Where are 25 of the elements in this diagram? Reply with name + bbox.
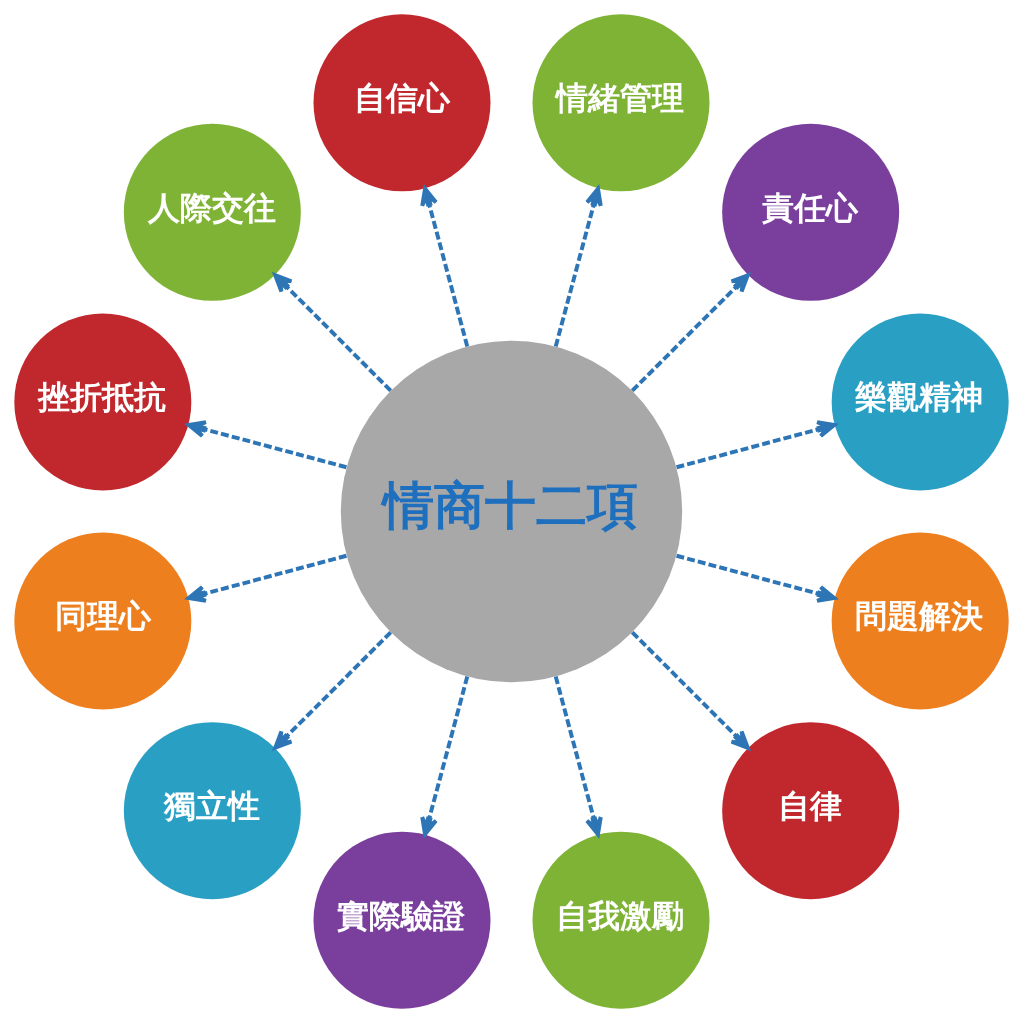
arrow xyxy=(676,420,837,470)
arrow xyxy=(553,676,603,837)
arrow xyxy=(273,273,393,393)
node-circle: 自律 xyxy=(722,722,900,900)
node-circle: 情商十二項 xyxy=(340,340,683,683)
node-circle: 情緒管理 xyxy=(532,14,710,192)
arrow xyxy=(273,630,393,750)
node-circle: 責任心 xyxy=(722,123,900,301)
arrow xyxy=(420,676,470,837)
node-circle: 自信心 xyxy=(313,14,491,192)
node-circle: 樂觀精神 xyxy=(831,313,1009,491)
node-circle: 問題解決 xyxy=(831,532,1009,710)
node-circle: 實際驗證 xyxy=(313,831,491,1009)
node-circle: 挫折抵抗 xyxy=(14,313,192,491)
node-circle: 自我激勵 xyxy=(532,831,710,1009)
arrow xyxy=(186,420,347,470)
arrow xyxy=(630,630,750,750)
node-circle: 獨立性 xyxy=(123,722,301,900)
arrow xyxy=(630,273,750,393)
arrow xyxy=(420,186,470,347)
arrow xyxy=(186,553,347,603)
arrow xyxy=(553,186,603,347)
arrow xyxy=(676,553,837,603)
node-circle: 同理心 xyxy=(14,532,192,710)
node-circle: 人際交往 xyxy=(123,123,301,301)
